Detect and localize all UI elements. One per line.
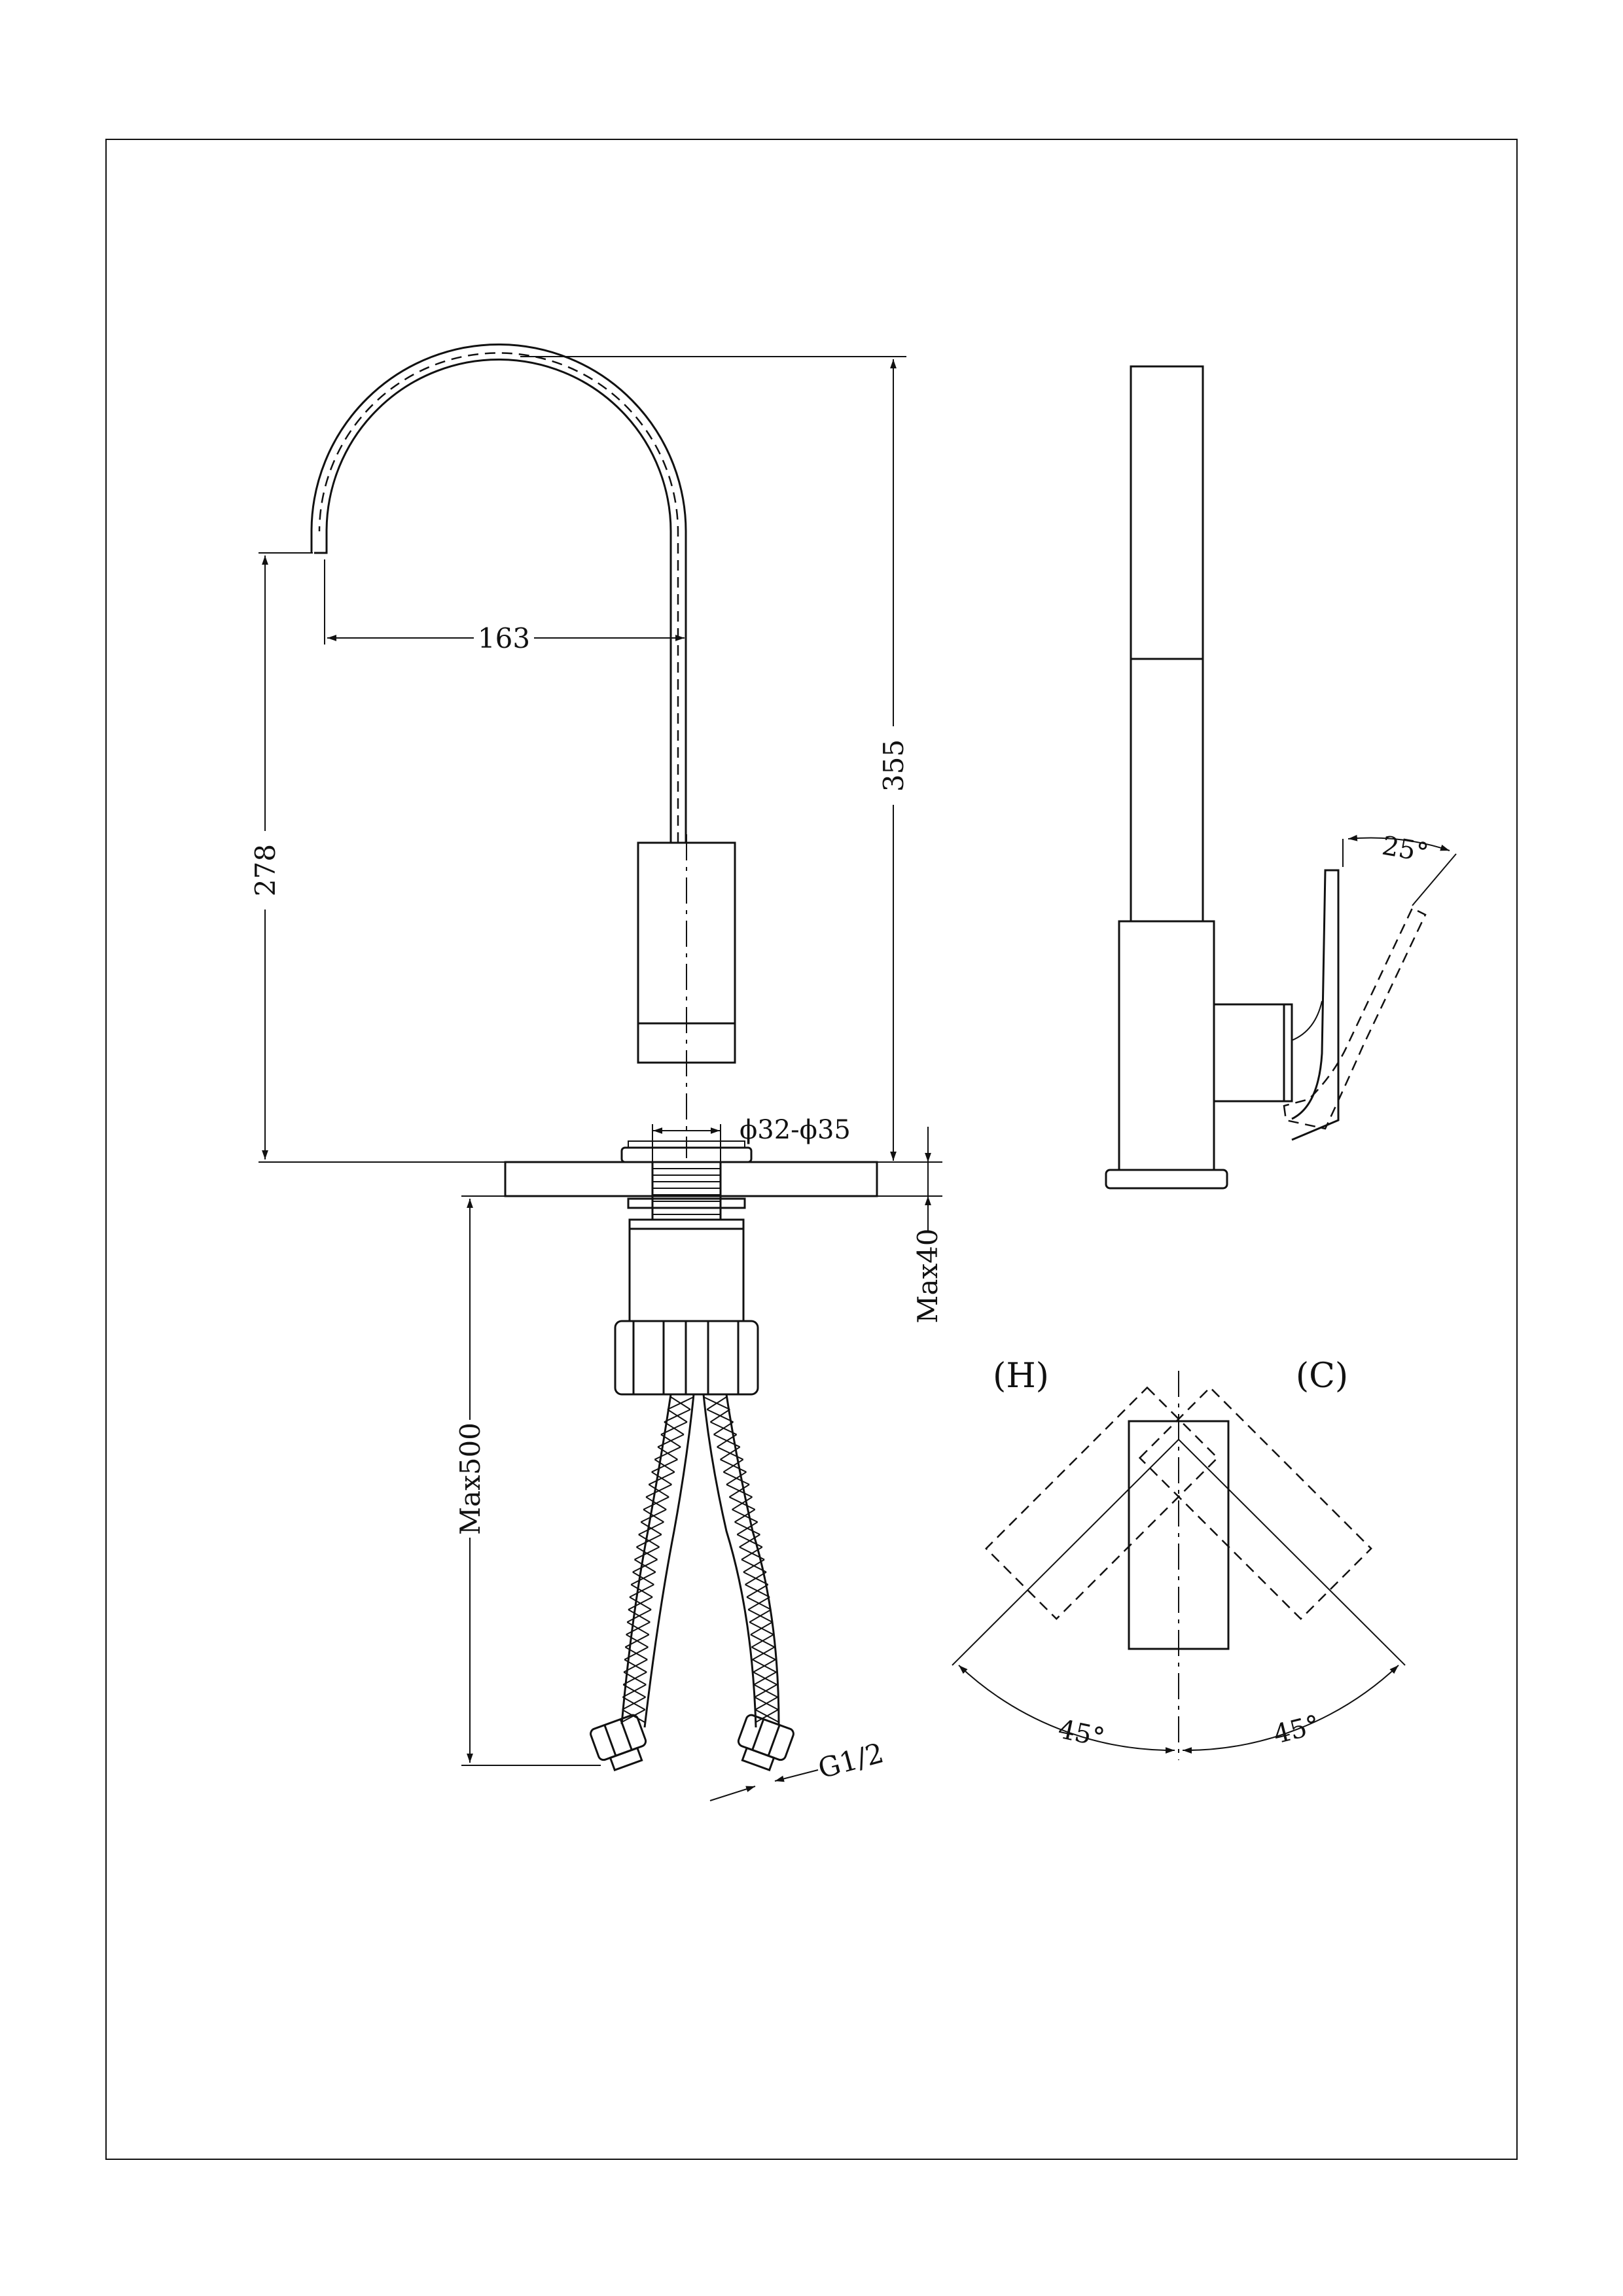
side-base xyxy=(1105,1169,1228,1190)
side-view: 25° xyxy=(1105,365,1457,1190)
lever-top-cold xyxy=(985,1386,1219,1620)
dim-hole-diameter: ϕ32-ϕ35 xyxy=(652,1115,851,1162)
dim-deck-thickness: Max40 xyxy=(877,1127,944,1324)
dim-hose-length: Max500 xyxy=(454,1195,601,1766)
spout xyxy=(310,344,687,843)
top-view: (H) (C) 45° 45° xyxy=(952,1356,1406,1760)
washer xyxy=(627,1197,746,1209)
lever-top-hot xyxy=(1138,1386,1372,1620)
dim-lever-tilt: 25° xyxy=(1342,831,1457,906)
countertop-section xyxy=(504,1161,878,1197)
dim-deck-thickness-value: Max40 xyxy=(912,1228,944,1323)
dim-lever-tilt-value: 25° xyxy=(1380,831,1431,869)
mounting-nut xyxy=(628,1218,745,1322)
base-ring xyxy=(628,1140,745,1148)
braided-hoses xyxy=(590,1394,794,1772)
lever-handle xyxy=(1291,869,1340,1141)
dim-spout-height-value: 278 xyxy=(249,844,281,896)
dim-connection-thread-value: G1/2 xyxy=(815,1737,887,1785)
dim-connection-thread: G1/2 xyxy=(709,1737,887,1801)
side-spout xyxy=(1130,365,1204,923)
front-view: 163 355 278 ϕ32-ϕ35 xyxy=(249,344,944,1801)
dim-spout-reach-value: 163 xyxy=(478,622,530,654)
lever-handle-tilted xyxy=(1283,907,1427,1130)
dim-spout-reach: 163 xyxy=(324,559,685,654)
dim-hose-length-value: Max500 xyxy=(454,1422,486,1535)
dim-hole-diameter-value: ϕ32-ϕ35 xyxy=(740,1115,851,1145)
lever-housing xyxy=(1213,1003,1285,1103)
drawing-frame xyxy=(105,139,1518,2160)
dim-overall-height-value: 355 xyxy=(878,739,910,792)
label-cold: (C) xyxy=(1296,1356,1348,1396)
dim-spout-height: 278 xyxy=(249,552,313,1159)
dim-rotation-right-value: 45° xyxy=(1270,1710,1323,1750)
threaded-shank xyxy=(651,1161,722,1221)
label-hot: (H) xyxy=(993,1356,1049,1396)
dim-rotation-left-value: 45° xyxy=(1056,1714,1107,1754)
side-body xyxy=(1118,920,1215,1171)
dim-overall-height: 355 xyxy=(520,356,910,1161)
hose-connector xyxy=(614,1320,759,1396)
